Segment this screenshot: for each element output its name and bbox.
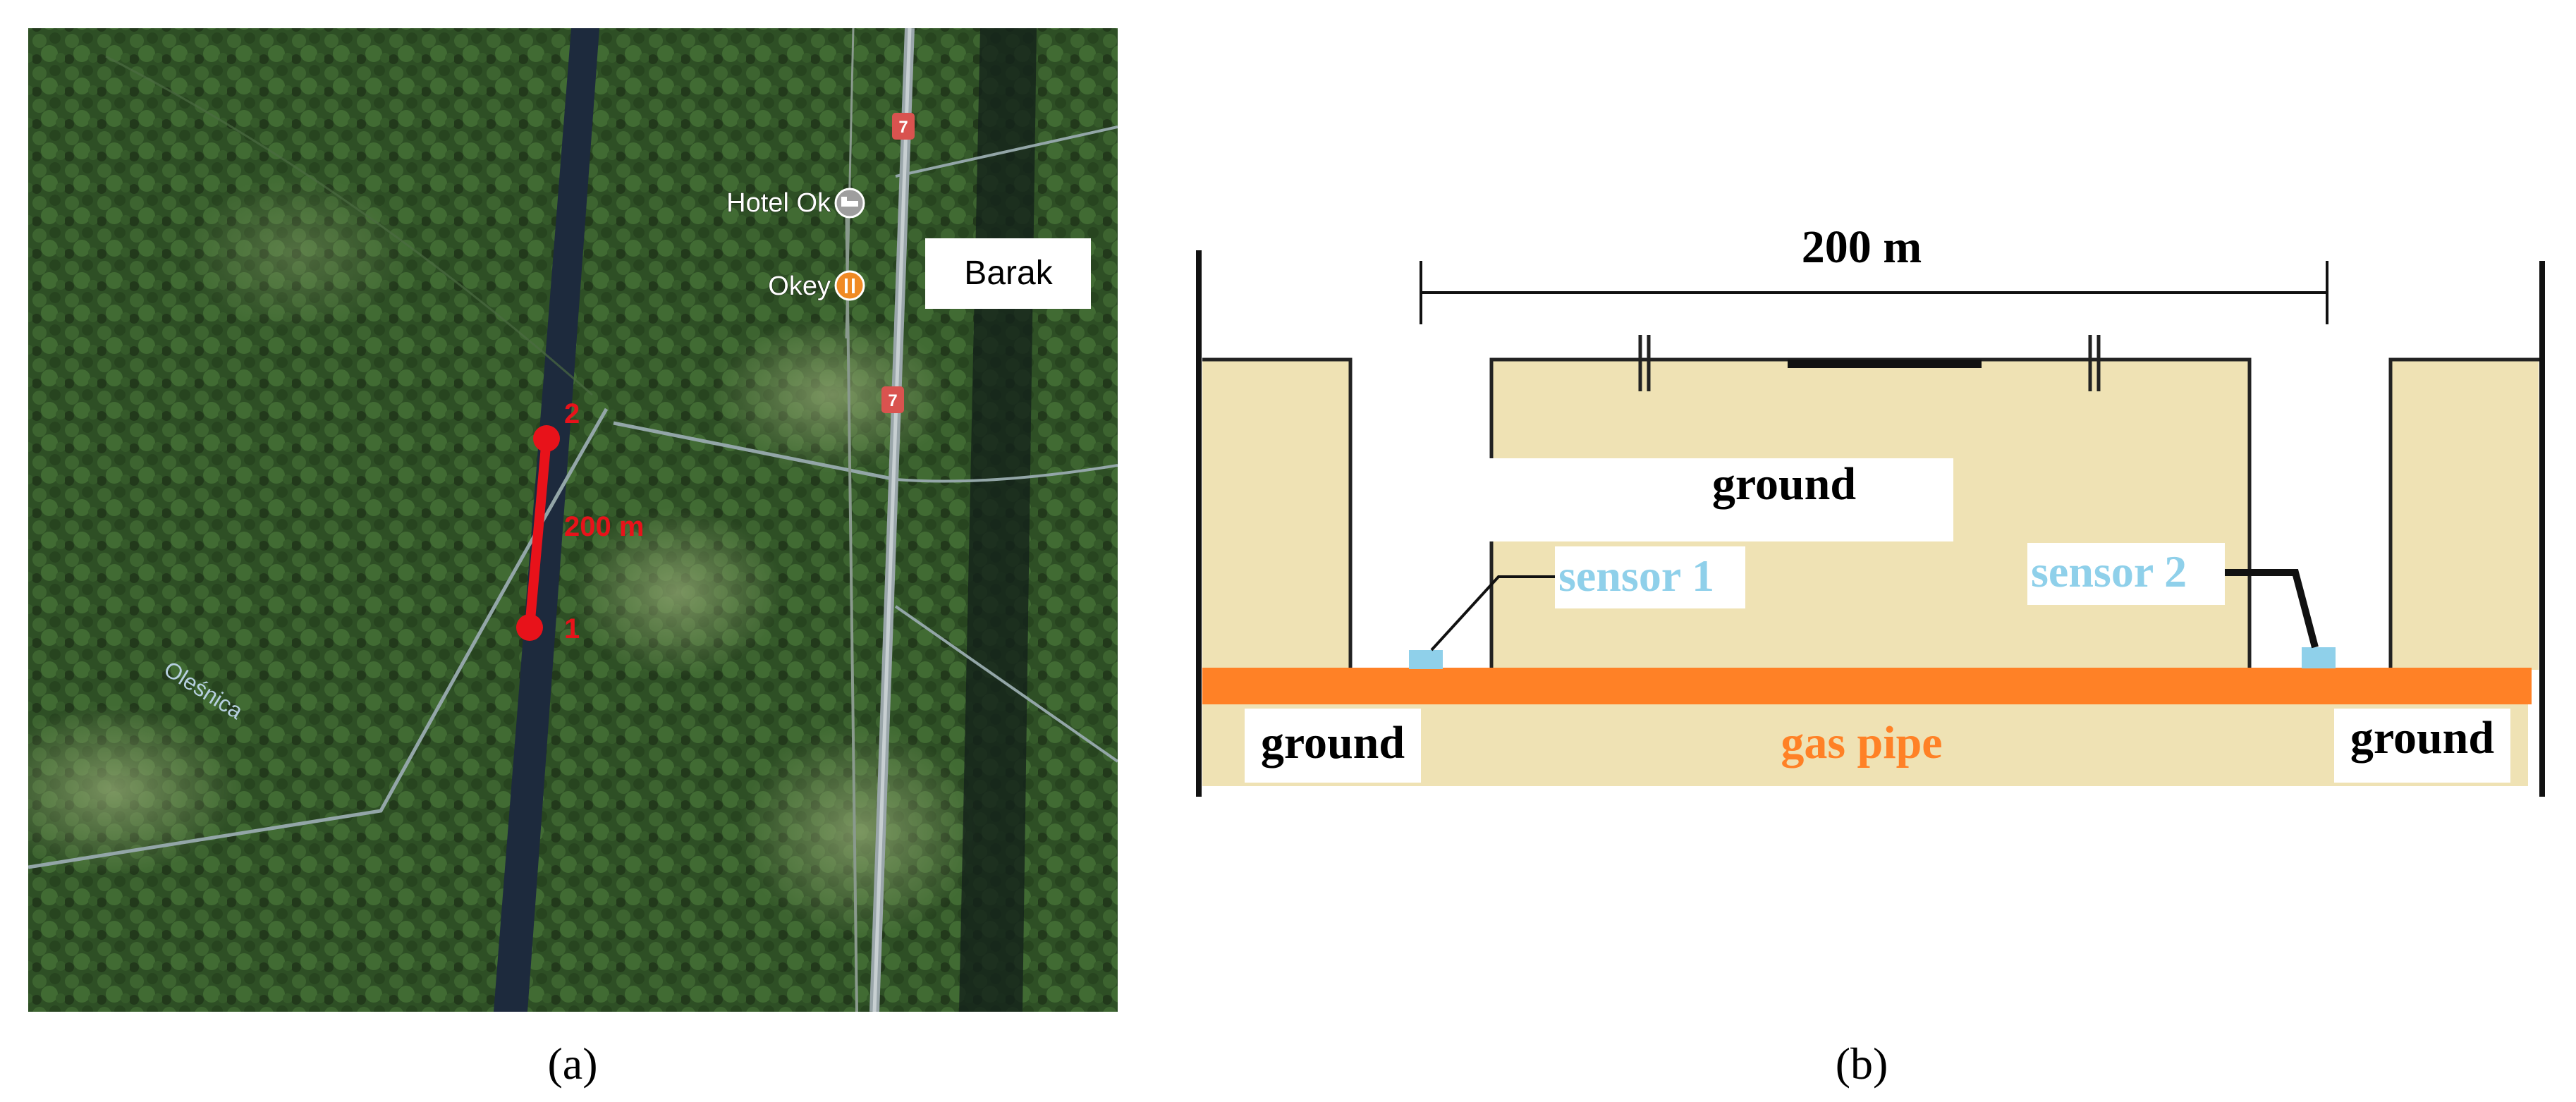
break-mark-right <box>2088 335 2101 391</box>
ground-center-label: ground <box>1712 458 1856 510</box>
hotel-label: Hotel Ok <box>726 188 831 218</box>
ground-strip <box>1202 698 2528 786</box>
forest-track <box>105 55 593 396</box>
point-2-marker <box>533 425 560 452</box>
restaurant-label: Okey <box>768 271 831 301</box>
road-shield-icon: 7 <box>881 386 904 413</box>
road-number-label: 7 <box>898 118 908 137</box>
label-box-ground-left <box>1245 709 1421 783</box>
clearing <box>740 726 980 938</box>
break-mark-left <box>1638 335 1651 391</box>
sensor-1 <box>1409 650 1443 669</box>
label-box-sensor-1 <box>1555 546 1745 608</box>
main-road-centre <box>872 28 912 1012</box>
river-olesnica <box>28 408 609 869</box>
clearing <box>571 508 783 677</box>
sensor-1-leader <box>1430 575 1555 651</box>
sensor-1-label: sensor 1 <box>1558 551 1714 601</box>
point-2-label: 2 <box>564 398 580 429</box>
label-box-ground-right <box>2334 709 2510 783</box>
ground-right-label: ground <box>2350 712 2494 764</box>
distance-label: 200 m <box>1802 221 1922 273</box>
block-outline-left <box>1202 357 1353 668</box>
point-1-marker <box>516 614 543 641</box>
satellite-map: 7 7 Hotel Ok Okey Barak Oleśnica <box>28 28 1118 1012</box>
clearing <box>28 705 240 874</box>
town-label-box <box>925 238 1091 309</box>
town-label: Barak <box>964 255 1053 292</box>
point-1-label: 1 <box>564 613 580 644</box>
ground-block-left <box>1202 360 1350 670</box>
distance-label: 200 m <box>564 511 644 542</box>
block-outline-right <box>2388 357 2542 668</box>
sensor-2 <box>2302 647 2336 668</box>
gas-pipe <box>1202 668 2532 704</box>
sensor-2-label: sensor 2 <box>2031 546 2187 596</box>
label-box-sensor-2 <box>2027 543 2225 605</box>
forest-track <box>894 605 1118 763</box>
road-shield-icon: 7 <box>892 113 915 140</box>
sensor-2-leader <box>2225 569 2319 649</box>
clearing <box>183 176 409 331</box>
measurement-line <box>525 438 551 628</box>
gas-pipe-label: gas pipe <box>1781 717 1942 769</box>
canal <box>494 28 599 1012</box>
forest-track <box>895 125 1118 178</box>
hotel-bed-icon <box>834 188 865 219</box>
panel-b-diagram: 200 m ground sensor 1 sensor 2 ground gr… <box>1196 221 2545 1089</box>
ground-block-right <box>2391 360 2539 670</box>
label-box-ground-center <box>1470 458 1953 541</box>
caption-b: (b) <box>1836 1039 1888 1089</box>
forest-track <box>845 190 858 1012</box>
restaurant-fork-icon <box>834 270 865 301</box>
forest-track <box>895 464 1118 483</box>
caption-a: (a) <box>547 1039 597 1089</box>
ground-left-label: ground <box>1261 717 1405 769</box>
panel-a-map: 7 7 Hotel Ok Okey Barak Oleśnica <box>28 28 1118 1089</box>
road-number-label: 7 <box>888 391 897 410</box>
